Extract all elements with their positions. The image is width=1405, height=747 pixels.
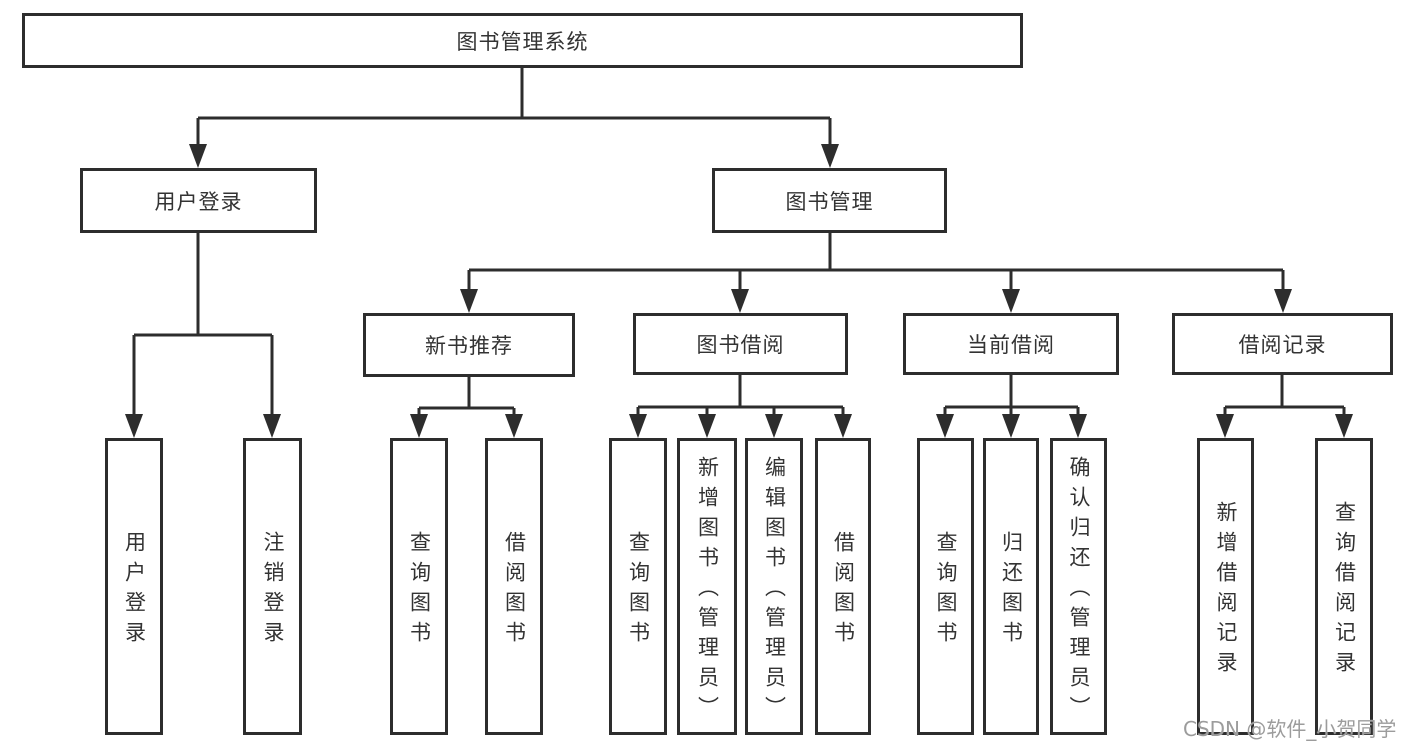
leaf-return-books: 归还图书 bbox=[983, 438, 1039, 735]
leaf-confirm-return-admin: 确认归还（管理员） bbox=[1050, 438, 1107, 735]
leaf-newbook-borrow-books-label: 借阅图书 bbox=[502, 531, 527, 651]
leaf-add-borrow-record: 新增借阅记录 bbox=[1197, 438, 1254, 735]
leaf-newbook-query-books-label: 查询图书 bbox=[407, 531, 432, 651]
leaf-confirm-return-admin-label: 确认归还（管理员） bbox=[1067, 456, 1091, 726]
leaf-logout: 注销登录 bbox=[243, 438, 302, 735]
leaf-add-books-admin: 新增图书（管理员） bbox=[677, 438, 737, 735]
arrowheads bbox=[125, 144, 1353, 438]
leaf-user-login: 用户登录 bbox=[105, 438, 163, 735]
node-root: 图书管理系统 bbox=[22, 13, 1023, 68]
leaf-edit-books-admin: 编辑图书（管理员） bbox=[745, 438, 803, 735]
leaf-query-borrow-record-label: 查询借阅记录 bbox=[1332, 501, 1357, 681]
node-current-borrow-label: 当前借阅 bbox=[967, 333, 1055, 357]
leaf-current-query-books: 查询图书 bbox=[917, 438, 974, 735]
node-user-login: 用户登录 bbox=[80, 168, 317, 233]
leaf-borrow-borrow-books: 借阅图书 bbox=[815, 438, 871, 735]
node-borrow-records-label: 借阅记录 bbox=[1238, 333, 1327, 357]
csdn-watermark: CSDN @软件_小贺同学 bbox=[1183, 717, 1397, 741]
node-new-book-recommend-label: 新书推荐 bbox=[425, 334, 513, 358]
leaf-query-borrow-record: 查询借阅记录 bbox=[1315, 438, 1373, 735]
node-current-borrow: 当前借阅 bbox=[903, 313, 1119, 375]
leaf-add-borrow-record-label: 新增借阅记录 bbox=[1214, 501, 1238, 681]
node-book-management: 图书管理 bbox=[712, 168, 947, 233]
leaf-newbook-borrow-books: 借阅图书 bbox=[485, 438, 543, 735]
leaf-borrow-query-books: 查询图书 bbox=[609, 438, 667, 735]
node-borrow-records: 借阅记录 bbox=[1172, 313, 1393, 375]
leaf-borrow-borrow-books-label: 借阅图书 bbox=[831, 531, 856, 651]
leaf-add-books-admin-label: 新增图书（管理员） bbox=[695, 456, 720, 726]
leaf-current-query-books-label: 查询图书 bbox=[934, 531, 958, 651]
node-book-management-label: 图书管理 bbox=[785, 189, 874, 214]
leaf-user-login-label: 用户登录 bbox=[122, 531, 147, 651]
node-user-login-label: 用户登录 bbox=[154, 189, 243, 214]
node-new-book-recommend: 新书推荐 bbox=[363, 313, 575, 377]
leaf-return-books-label: 归还图书 bbox=[999, 531, 1024, 651]
leaf-logout-label: 注销登录 bbox=[261, 531, 285, 651]
leaf-edit-books-admin-label: 编辑图书（管理员） bbox=[762, 456, 787, 726]
node-book-borrow-label: 图书借阅 bbox=[696, 333, 785, 357]
node-root-label: 图书管理系统 bbox=[456, 29, 589, 54]
leaf-newbook-query-books: 查询图书 bbox=[390, 438, 448, 735]
node-book-borrow: 图书借阅 bbox=[633, 313, 848, 375]
leaf-borrow-query-books-label: 查询图书 bbox=[626, 531, 651, 651]
